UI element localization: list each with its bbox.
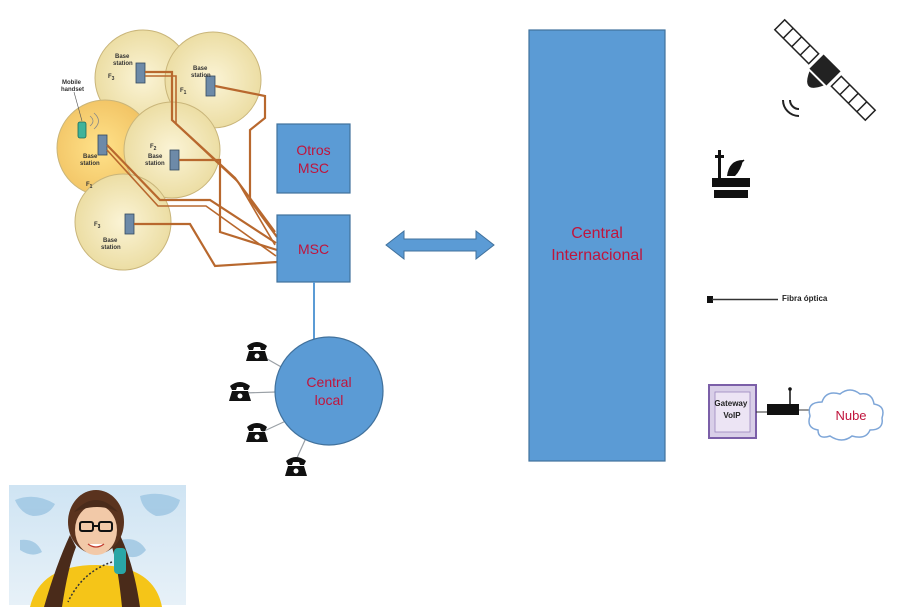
mobile-handset-icon: [77, 112, 99, 139]
antenna-icon: [712, 150, 750, 198]
satellite-signal-icon: [782, 99, 800, 117]
backhaul-wires: [106, 70, 278, 268]
freq-label: F1: [180, 88, 187, 96]
cloud-icon: [808, 389, 884, 441]
freq-label: F1: [86, 182, 93, 190]
freq-label: F3: [94, 222, 101, 230]
msc-box: [276, 214, 351, 283]
central-local-circle: [274, 336, 384, 446]
woman-on-phone-image: [9, 485, 186, 607]
satellite-icon: [773, 18, 877, 122]
cell-bottom: [74, 173, 172, 271]
central-internacional-box: [528, 29, 666, 462]
router-icon: [767, 387, 799, 415]
freq-label: F3: [108, 74, 115, 82]
freq-label: F2: [150, 144, 157, 152]
bidirectional-arrow: [385, 229, 495, 261]
gateway-label: Gateway VoIP: [714, 399, 749, 420]
telephone-icon: [229, 342, 307, 476]
fiber-icon: [707, 296, 778, 303]
otros-msc-box: [276, 123, 351, 194]
